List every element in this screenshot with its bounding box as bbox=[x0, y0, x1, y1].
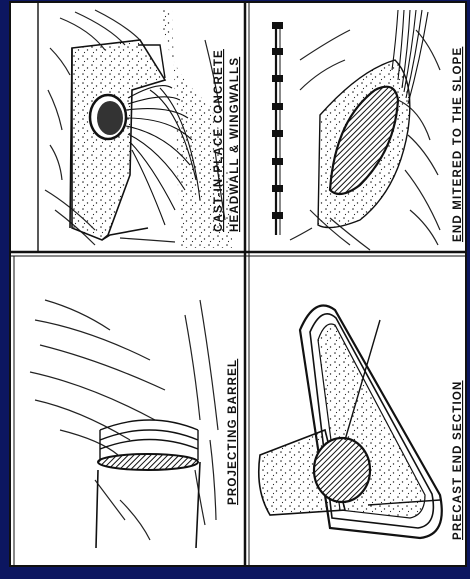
pipe-opening bbox=[314, 438, 370, 502]
headwall-caption-line1: CAST-IN-PLACE CONCRETE bbox=[213, 49, 225, 232]
precast-caption: PRECAST END SECTION bbox=[452, 380, 464, 540]
headwall-caption-line2: HEADWALL & WINGWALLS bbox=[229, 57, 241, 232]
barrel-opening bbox=[98, 454, 198, 470]
projecting-barrel-caption: PROJECTING BARREL bbox=[227, 359, 239, 505]
mitered-caption: END MITERED TO THE SLOPE bbox=[452, 47, 464, 242]
